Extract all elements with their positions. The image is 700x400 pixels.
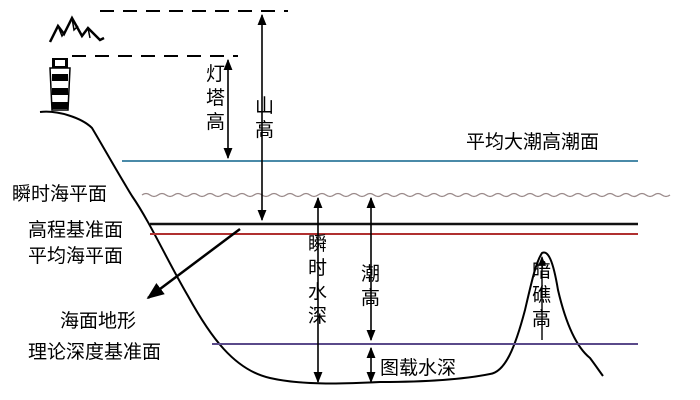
seabed-topography-label: 海面地形 bbox=[60, 310, 136, 332]
mhhw-label: 平均大潮高潮面 bbox=[466, 131, 599, 153]
charted-depth-label: 图载水深 bbox=[380, 357, 456, 379]
instant-sea-level-line bbox=[141, 192, 671, 198]
instant-depth-label: 瞬时水深 bbox=[308, 233, 327, 327]
seabed-topography-arrow bbox=[146, 228, 241, 300]
reef-height-label: 暗礁高 bbox=[532, 260, 551, 330]
mountain-height-label: 山高 bbox=[255, 95, 274, 141]
mountain-icon bbox=[48, 15, 105, 43]
chart-datum-label: 理论深度基准面 bbox=[28, 341, 161, 363]
lighthouse-icon bbox=[49, 58, 71, 111]
tide-height-label: 潮高 bbox=[361, 263, 380, 309]
instant-sea-level-label: 瞬时海平面 bbox=[12, 183, 107, 205]
coast-seabed-profile bbox=[39, 110, 604, 385]
mean-sea-level-label: 平均海平面 bbox=[28, 245, 123, 267]
height-datum-label: 高程基准面 bbox=[28, 219, 123, 241]
lighthouse-height-label: 灯塔高 bbox=[206, 63, 225, 133]
